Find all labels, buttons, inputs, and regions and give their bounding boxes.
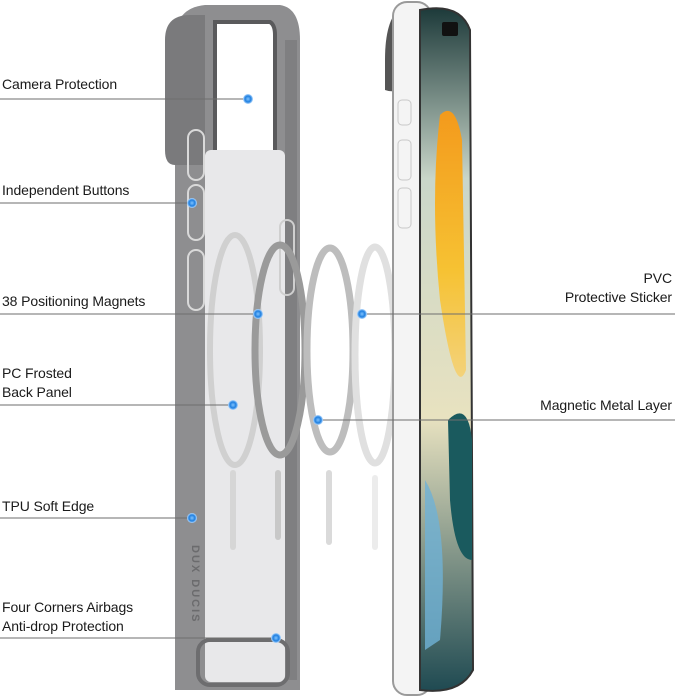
label-magnetic-metal-layer: Magnetic Metal Layer	[540, 396, 672, 415]
label-tpu-soft-edge: TPU Soft Edge	[2, 497, 94, 516]
label-line: PC Frosted	[2, 365, 72, 381]
label-line: Four Corners Airbags	[2, 599, 134, 615]
label-line: Independent Buttons	[2, 182, 130, 198]
label-camera-protection: Camera Protection	[2, 75, 117, 94]
label-line: Back Panel	[2, 384, 72, 400]
brand-logo: DUX DUCIS	[189, 545, 201, 624]
pvc-ring	[351, 243, 399, 550]
label-line: Anti-drop Protection	[2, 618, 124, 634]
label-line: TPU Soft Edge	[2, 498, 95, 514]
case: DUX DUCIS	[165, 5, 300, 690]
callout-lines	[0, 98, 675, 639]
callout-dots	[187, 94, 367, 643]
label-line: 38 Positioning Magnets	[2, 293, 146, 309]
metal-ring	[303, 244, 357, 545]
label-pvc-sticker: PVC Protective Sticker	[565, 269, 672, 307]
label-line: PVC	[643, 270, 673, 286]
label-positioning-magnets: 38 Positioning Magnets	[2, 292, 145, 311]
label-independent-buttons: Independent Buttons	[2, 181, 129, 200]
label-line: Camera Protection	[2, 76, 118, 92]
phone	[385, 1, 475, 696]
label-line: Magnetic Metal Layer	[540, 397, 672, 413]
label-line: Protective Sticker	[564, 289, 672, 305]
